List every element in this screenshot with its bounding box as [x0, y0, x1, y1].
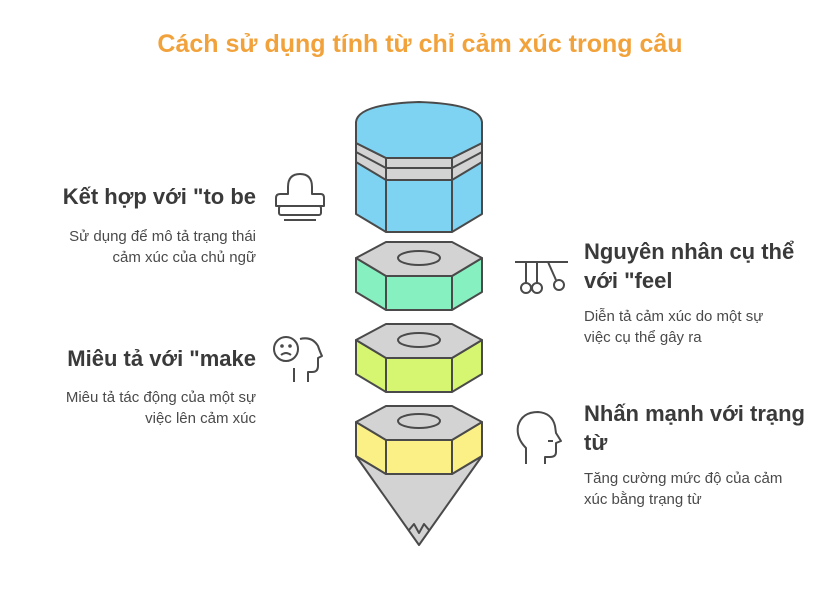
- description-line: việc cụ thể gây ra: [584, 329, 702, 346]
- description-line: Diễn tả cảm xúc do một sự: [584, 308, 764, 325]
- stamp-icon: [275, 173, 325, 221]
- description-line: Miêu tả tác động của một sự: [65, 389, 256, 406]
- description-make: Miêu tả tác động của một sự việc lên cảm…: [20, 387, 256, 429]
- description-line: xúc bằng trạng từ: [584, 491, 702, 508]
- page-title: Cách sử dụng tính từ chỉ cảm xúc trong c…: [157, 30, 683, 58]
- heading-line: Nguyên nhân cụ thể: [584, 239, 795, 264]
- heading-line: Nhấn mạnh với trạng: [584, 401, 805, 426]
- sad-head-icon: [273, 336, 323, 382]
- segment-blue: [355, 101, 483, 233]
- heading-line: từ: [584, 430, 608, 455]
- description-line: cảm xúc của chủ ngữ: [112, 249, 256, 266]
- description-line: Tăng cường mức độ của cảm: [584, 470, 783, 487]
- heading-make: Miêu tả với "make: [67, 346, 256, 371]
- heading-adverb: Nhấn mạnh với trạng từ: [584, 399, 824, 457]
- segment-yellow: [355, 405, 483, 546]
- description-line: việc lên cảm xúc: [145, 410, 256, 427]
- newtons-cradle-icon: [515, 261, 568, 294]
- heading-feel: Nguyên nhân cụ thể với "feel: [584, 237, 824, 295]
- description-to-be: Sử dụng để mô tả trạng thái cảm xúc của …: [20, 226, 256, 268]
- segment-lime: [355, 323, 483, 393]
- description-line: Sử dụng để mô tả trạng thái: [69, 228, 256, 245]
- heading-to-be: Kết hợp với "to be: [62, 184, 256, 209]
- heading-line: với "feel: [584, 268, 673, 293]
- segment-green: [355, 241, 483, 311]
- head-profile-icon: [516, 411, 562, 464]
- description-adverb: Tăng cường mức độ của cảm xúc bằng trạng…: [584, 468, 824, 510]
- description-feel: Diễn tả cảm xúc do một sự việc cụ thể gâ…: [584, 306, 824, 348]
